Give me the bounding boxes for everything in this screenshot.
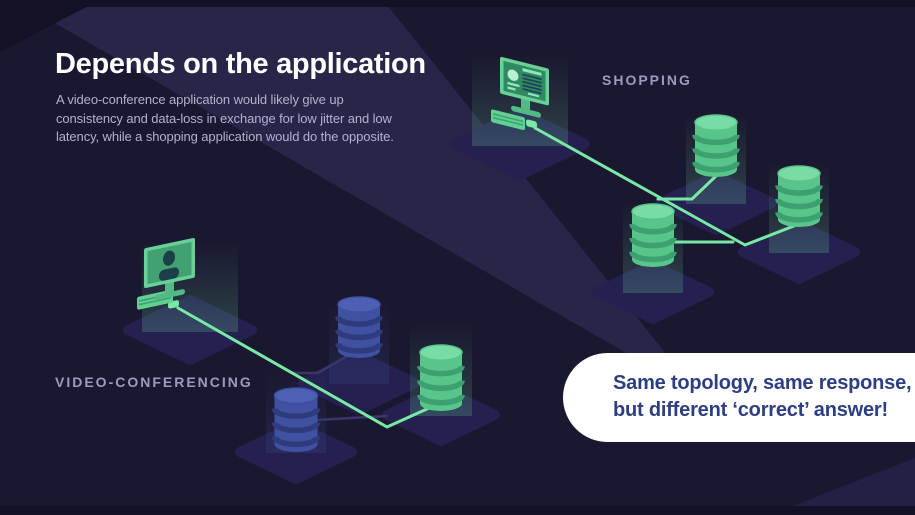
paragraph-line: latency, while a shopping application wo… [56,129,394,144]
callout-line-1: Same topology, same response, [613,372,912,394]
database-cylinder-icon [692,114,740,177]
database-cylinder-icon [629,203,677,268]
avatar-icon [507,69,519,81]
keyboard-icon [491,109,525,131]
database-cylinder-icon [335,296,383,359]
video-call-computer-icon [144,237,195,301]
page-title: Depends on the application [55,48,426,80]
label-video-conferencing: VIDEO-CONFERENCING [55,374,253,390]
callout-line-2: but different ‘correct’ answer! [613,399,888,421]
database-cylinder-icon [417,344,465,411]
intro-paragraph: A video-conference application would lik… [56,91,436,147]
active-link [176,306,440,429]
label-shopping: SHOPPING [602,72,692,88]
cable-connector [526,119,537,129]
active-link [533,126,801,247]
callout-bubble: Same topology, same response, but differ… [563,353,915,442]
inactive-link [314,414,389,422]
shopping-computer-icon [500,56,549,118]
person-icon [163,250,175,266]
inactive-link [290,354,349,375]
diagonal-light-band [15,0,699,395]
paragraph-line: consistency and data-loss in exchange fo… [56,110,392,126]
database-cylinder-icon [775,165,823,227]
corner-shade [0,0,100,52]
active-link [656,174,718,201]
database-cylinder-icon [271,387,321,452]
bottom-right-shade [770,458,915,515]
paragraph-line: A video-conference application would lik… [56,92,344,107]
